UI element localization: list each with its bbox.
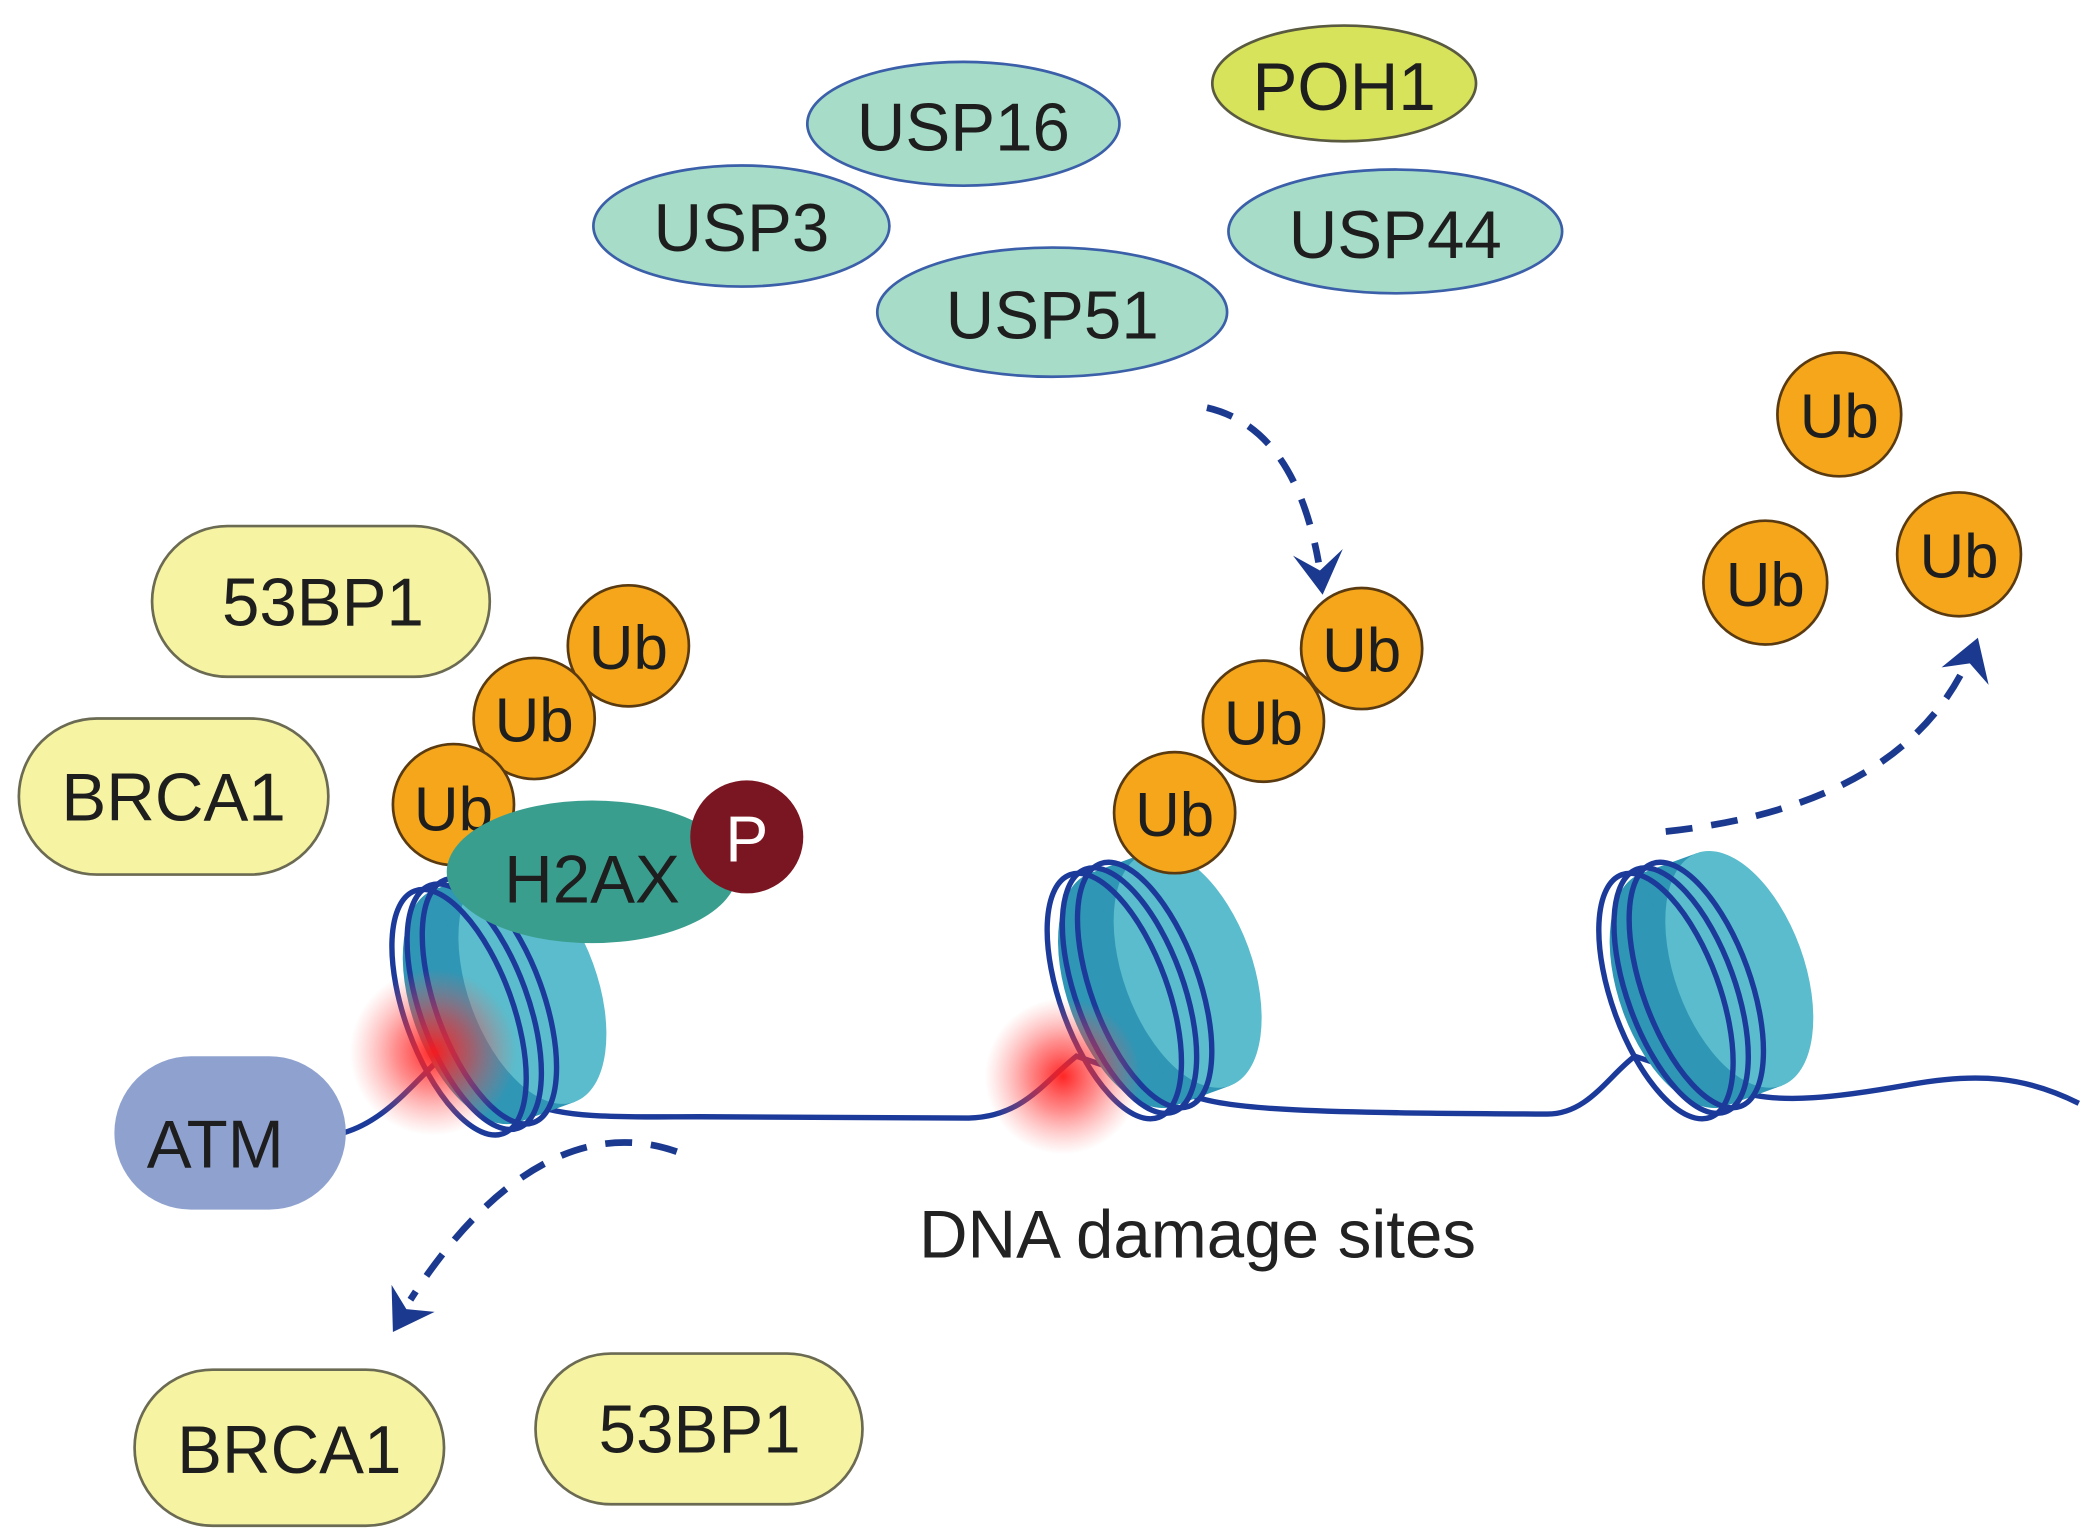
brca1-box [133,1368,446,1528]
ubiquitin-label: Ub [1135,781,1214,850]
free-ubiquitin-group: Ub Ub Ub [1702,351,2023,646]
ubiquitin-label: Ub [495,687,574,756]
brca1-box [17,717,330,876]
53bp1-recruited-node: 53BP1 [150,524,492,679]
dna-damage-sites-caption: DNA damage sites [919,1198,1476,1273]
dashed-arrow-line [1206,404,1322,564]
ubiquitin-node: Ub [1201,659,1326,784]
damage-glow-left [349,968,517,1136]
nucleosome-right [1596,850,1814,1122]
arrow-protein-release [391,1139,678,1333]
53bp1-released-node: 53BP1 [534,1352,864,1506]
usp51-node: USP51 [875,246,1229,379]
ubiquitin-node: Ub [472,656,597,781]
usp16-ellipse [805,60,1121,188]
ubiquitin-node: Ub [566,583,691,708]
brca1-label: BRCA1 [177,1413,401,1488]
ubiquitin-node: Ub [1776,351,1903,478]
poh1-node: POH1 [1210,24,1478,143]
ubiquitin-node: Ub [1895,491,2023,618]
arrowhead [1941,637,1989,685]
usp51-label: USP51 [946,279,1159,354]
atm-node: ATM [114,1056,346,1210]
ubiquitin-circle [1299,586,1424,711]
ubiquitin-label: Ub [1726,551,1805,620]
dashed-arrow-line [1665,671,1965,835]
poh1-ellipse [1210,24,1478,143]
ubiquitin-label: Ub [1800,383,1879,452]
dna-coil [1611,865,1751,1117]
ubiquitin-label: Ub [589,614,668,683]
ubiquitin-circle [566,583,691,708]
ubiquitin-label: Ub [1322,617,1401,686]
dna-coil [1596,870,1736,1122]
h2ax-label: H2AX [504,842,680,917]
poh1-label: POH1 [1253,50,1436,125]
left-ubiquitin-chain: Ub Ub Ub [391,583,691,867]
usp3-label: USP3 [654,191,830,266]
ubiquitin-circle [1776,351,1903,478]
ubiquitin-circle [472,656,597,781]
53bp1-box [534,1352,864,1506]
ubiquitin-circle [1201,659,1326,784]
brca1-label: BRCA1 [61,760,285,835]
atm-label: ATM [147,1108,284,1183]
h2ax-node: H2AX [446,800,738,944]
53bp1-label: 53BP1 [599,1393,801,1468]
dashed-arrow-line [407,1139,678,1302]
ubiquitin-node: Ub [1702,519,1829,646]
middle-ubiquitin-chain: Ub Ub Ub [1112,586,1424,875]
usp51-ellipse [875,246,1229,379]
h2ax-ellipse [446,800,738,944]
usp16-label: USP16 [857,90,1070,165]
ubiquitin-circle [1895,491,2023,618]
phosphate-circle [690,780,804,894]
brca1-recruited-node: BRCA1 [17,717,330,876]
arrowhead [1293,548,1343,595]
dna-coil [1626,859,1767,1111]
ubiquitin-circle [1112,750,1237,875]
damage-glow-middle [984,998,1141,1155]
brca1-released-node: BRCA1 [133,1368,446,1528]
usp3-node: USP3 [592,164,891,288]
usp16-node: USP16 [805,60,1121,188]
phosphate-label: P [725,804,768,876]
arrow-ubiquitin-release [1665,637,1989,835]
dna-coil [1074,859,1215,1111]
phosphate-node: P [690,780,804,894]
deubiquitinase-cluster: USP16 POH1 USP3 USP44 USP51 [592,24,1564,379]
53bp1-box [150,524,492,679]
53bp1-label: 53BP1 [222,565,424,640]
arrowhead [391,1284,435,1333]
usp44-label: USP44 [1289,198,1502,273]
ubiquitin-label: Ub [1224,689,1303,758]
ubiquitin-circle [1702,519,1829,646]
ubiquitin-node: Ub [1299,586,1424,711]
usp44-node: USP44 [1227,168,1564,295]
ubiquitin-node: Ub [1112,750,1237,875]
atm-box [114,1056,346,1210]
usp3-ellipse [592,164,891,288]
ubiquitin-label: Ub [1919,523,1998,592]
arrow-deubiquitinase-to-chain [1206,404,1343,595]
usp44-ellipse [1227,168,1564,295]
